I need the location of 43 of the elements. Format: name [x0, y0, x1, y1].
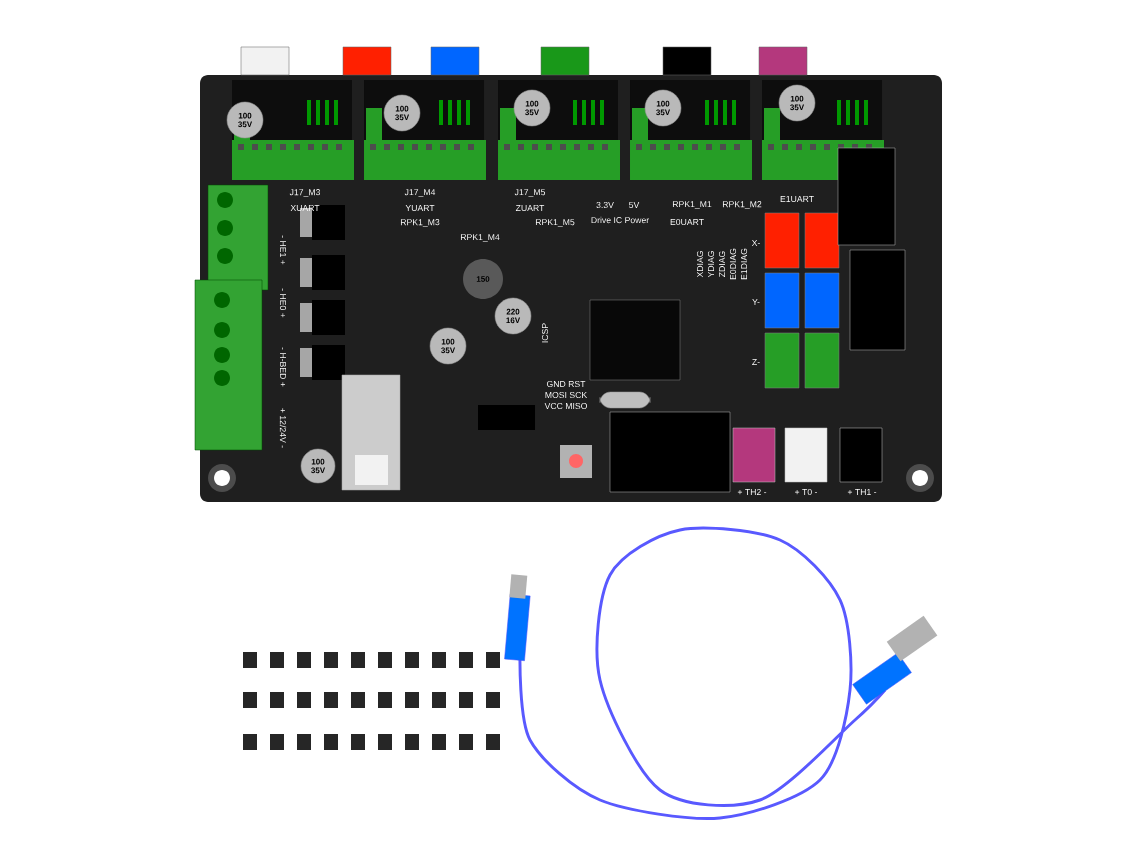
silkscreen-label: + 12/24V - — [279, 408, 287, 448]
capacitor-marking: 100 35V — [311, 458, 326, 474]
capacitor-marking: 220 16V — [506, 308, 521, 324]
capacitor-marking: 150 — [476, 276, 490, 282]
silkscreen-label: - HE1 + — [280, 235, 286, 265]
capacitor-marking: 100 35V — [525, 100, 540, 116]
silkscreen-label: RPK1_M3 — [400, 219, 440, 227]
silkscreen-label: E0UART — [670, 218, 704, 226]
silkscreen-label: 3.3V — [596, 201, 614, 209]
silkscreen-label: 5V — [629, 201, 640, 208]
silkscreen-label: X- — [751, 240, 760, 246]
silkscreen-label: J17_M4 — [404, 189, 436, 197]
capacitor-marking: 100 35V — [790, 95, 805, 111]
silkscreen-label: YUART — [405, 204, 435, 211]
silkscreen-label: J17_M3 — [289, 189, 321, 197]
silkscreen-label: XDIAG — [696, 251, 704, 278]
silkscreen-label: MOSI SCK — [545, 391, 588, 399]
capacitor-marking: 100 35V — [656, 100, 671, 116]
silkscreen-label: - H-BED + — [280, 347, 286, 387]
silkscreen-label: Drive IC Power — [591, 216, 649, 224]
silkscreen-label: E0DIAG — [729, 248, 737, 280]
silkscreen-label: E1DIAG — [740, 248, 748, 280]
silkscreen-label: RPK1_M2 — [722, 201, 762, 209]
capacitor-marking: 100 35V — [238, 112, 253, 128]
capacitor-marking: 100 35V — [441, 338, 456, 354]
silkscreen-label: RPK1_M5 — [535, 219, 575, 227]
silkscreen-label: RPK1_M1 — [672, 201, 712, 209]
silkscreen-label: VCC MISO — [544, 402, 587, 410]
silkscreen-label: J17_M5 — [514, 189, 546, 197]
silkscreen-label: ZUART — [515, 204, 545, 211]
silkscreen-label: ZDIAG — [718, 251, 726, 277]
silkscreen-label: RPK1_M4 — [460, 234, 500, 242]
silkscreen-label: + T0 - — [795, 488, 818, 496]
silkscreen-label: E1UART — [780, 195, 814, 202]
silkscreen-label: - HE0 + — [279, 288, 287, 318]
silkscreen-label: + TH1 - — [847, 489, 877, 495]
silkscreen-label: + TH2 - — [737, 489, 767, 495]
silkscreen-label: GND RST — [546, 380, 586, 388]
silkscreen-label: ICSP — [541, 323, 549, 343]
silkscreen-label: Y- — [752, 299, 760, 305]
silkscreen-label: Z- — [752, 359, 760, 365]
capacitor-marking: 100 35V — [395, 105, 410, 121]
silkscreen-label: YDIAG — [707, 251, 715, 278]
